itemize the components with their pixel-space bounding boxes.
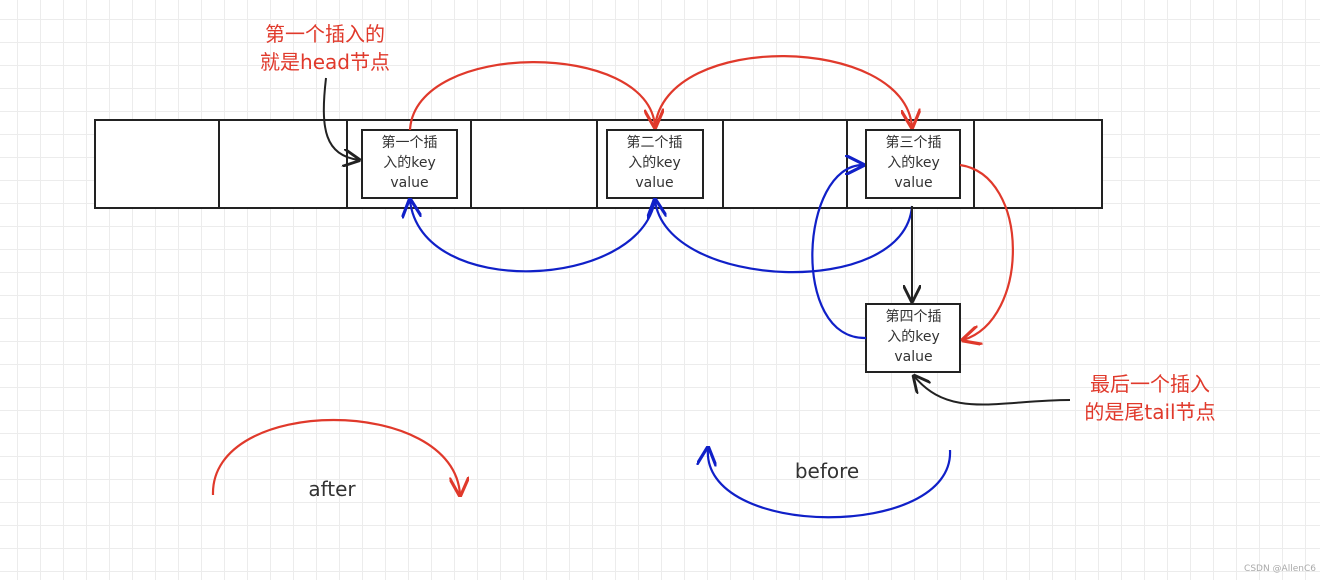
- node-box-3: [865, 129, 961, 199]
- node-text: value: [894, 349, 933, 365]
- node-text: 入的key: [383, 155, 436, 171]
- node-box-2: [606, 129, 704, 199]
- legend-after-label: after: [308, 477, 356, 501]
- node-text: value: [635, 175, 674, 191]
- node-text: value: [894, 175, 933, 191]
- legend-before-arrow: [708, 448, 952, 519]
- node-text: 入的key: [628, 155, 681, 171]
- head-annotation-line: 第一个插入的: [265, 22, 385, 46]
- before-arrow-2-1: [410, 200, 657, 273]
- node-text: 入的key: [887, 155, 940, 171]
- before-arrow-3-2: [655, 200, 914, 274]
- tail-annotation-line: 的是尾tail节点: [1084, 400, 1216, 424]
- before-arrow-4-3: [811, 165, 867, 340]
- node-text: 第一个插: [381, 135, 438, 151]
- node-label-2: 第二个插入的key value: [607, 133, 702, 193]
- after-arrow-1-2: [408, 61, 655, 131]
- tail-annotation: 最后一个插入 的是尾tail节点: [1070, 370, 1230, 426]
- node-box-1: [361, 129, 458, 199]
- watermark: CSDN @AllenC6: [1244, 564, 1316, 574]
- node-text: 第三个插: [885, 135, 942, 151]
- legend-before-label: before: [794, 459, 860, 483]
- head-pointer-arrow: [322, 77, 359, 160]
- node-label-3: 第三个插入的key value: [866, 133, 961, 193]
- node-text: 入的key: [887, 329, 940, 345]
- tail-pointer-arrow: [914, 376, 1071, 406]
- node-box-4: [865, 303, 961, 373]
- tail-annotation-line: 最后一个插入: [1090, 372, 1210, 396]
- node-label-4: 第四个插入的key value: [866, 307, 961, 367]
- node-text: 第四个插: [885, 309, 942, 325]
- node-text: value: [390, 175, 429, 191]
- legend-after-arrow: [211, 418, 460, 495]
- head-annotation-line: 就是head节点: [260, 50, 390, 74]
- node-label-1: 第一个插入的key value: [362, 133, 457, 193]
- head-annotation: 第一个插入的 就是head节点: [245, 20, 405, 76]
- node-text: 第二个插: [626, 135, 683, 151]
- after-arrow-3-4: [960, 163, 1014, 340]
- after-arrow-2-3: [653, 55, 912, 127]
